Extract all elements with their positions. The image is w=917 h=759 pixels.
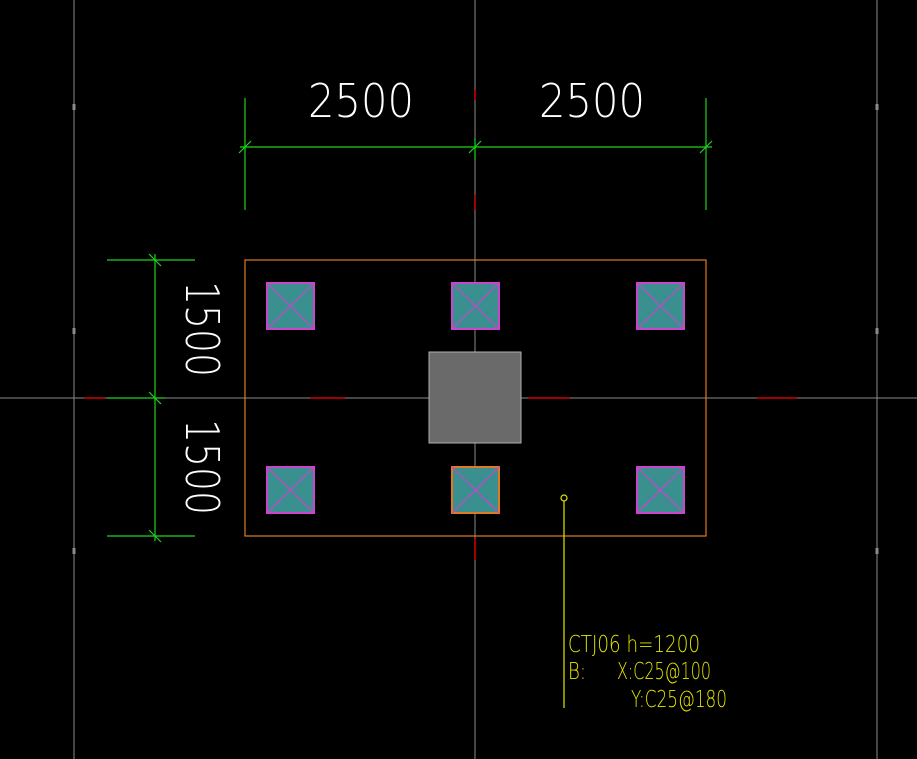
left-dimension: [107, 253, 195, 543]
leader-point: [560, 494, 568, 502]
grid-tick-marks: [72, 104, 879, 554]
annotation-text: CTJ06 h=1200 B: X:C25@100 Y:C25@180: [568, 632, 727, 713]
pile-cap-outline[interactable]: [244, 259, 707, 537]
pile[interactable]: [451, 466, 500, 514]
pile[interactable]: [266, 466, 315, 514]
pile-group: [266, 282, 685, 514]
axis-center-marks: [84, 90, 797, 560]
pile[interactable]: [636, 282, 685, 330]
top-dimension: [238, 98, 713, 210]
pile[interactable]: [636, 466, 685, 514]
column[interactable]: [428, 351, 522, 444]
annotation-line-2-prefix: B:: [568, 659, 586, 685]
pile[interactable]: [451, 282, 500, 330]
annotation-line-3: Y:C25@180: [631, 687, 727, 713]
pile[interactable]: [266, 282, 315, 330]
dimension-text-left-upper: 1500: [175, 281, 229, 377]
annotation-line-2-value: X:C25@100: [617, 659, 711, 685]
dimension-text-top-right: 2500: [539, 74, 645, 128]
dimension-text-top-left: 2500: [308, 74, 414, 128]
annotation-line-1: CTJ06 h=1200: [568, 632, 700, 658]
annotation-leader: [560, 494, 568, 708]
dimension-text-left-lower: 1500: [175, 419, 229, 515]
